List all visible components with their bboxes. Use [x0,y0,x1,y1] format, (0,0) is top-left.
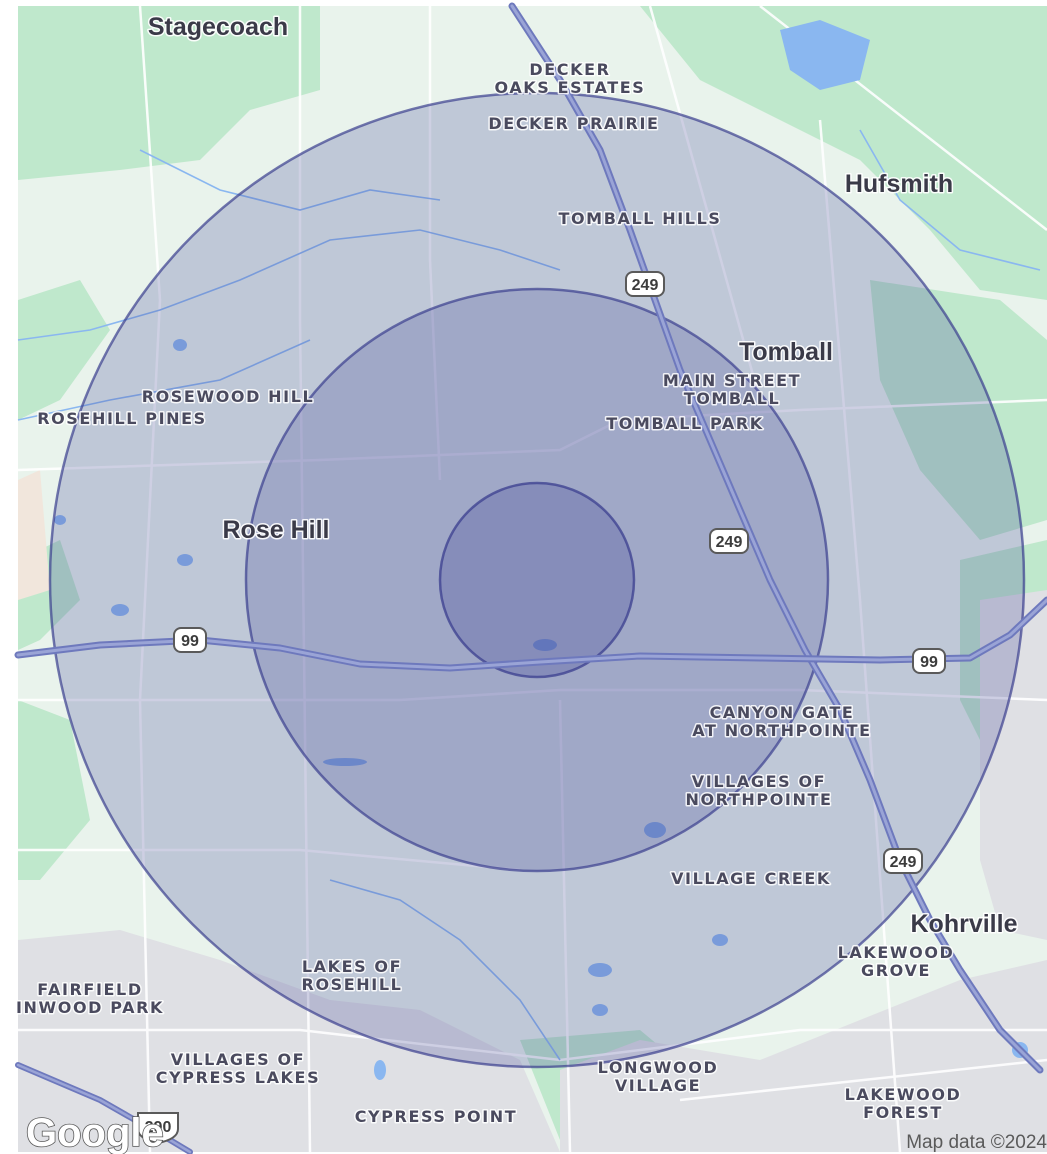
route-shield-249: 249 [625,271,665,297]
route-shield-99: 99 [173,627,207,653]
place-labels-large: Stagecoach Hufsmith Tomball Rose Hill Ko… [146,12,1019,940]
svg-text:249: 249 [716,534,743,551]
svg-text:99: 99 [920,654,938,671]
map-attribution[interactable]: Map data ©2024 [906,1132,1047,1153]
label-lakes-rosehill-line1: LAKES OF [302,957,402,976]
label-canyon-gate-line1: CANYON GATE [710,703,855,722]
label-village-creek: VILLAGE CREEK [671,869,831,888]
route-shield-249: 249 [883,848,923,874]
radius-rings [48,91,1026,1069]
label-fairfield-line2: INWOOD PARK [16,998,164,1017]
label-rosewood-hill: ROSEWOOD HILL [142,387,315,406]
streams [17,129,1041,1061]
place-label-tomball: Tomball [739,338,833,366]
inner-radius-ring [438,481,636,679]
label-longwood-line2: VILLAGE [615,1076,701,1095]
svg-text:290: 290 [145,1119,172,1136]
water-features [54,20,1028,1080]
label-villages-cypress-line1: VILLAGES OF [171,1050,305,1069]
svg-text:249: 249 [632,277,659,294]
label-villages-northpointe-line2: NORTHPOINTE [685,790,832,809]
label-tomball-hills: TOMBALL HILLS [558,209,721,228]
label-lakewood-forest-line1: LAKEWOOD [845,1085,962,1104]
minor-roads [17,5,1047,1153]
label-lakewood-grove-line2: GROVE [861,961,931,980]
route-shield-99: 99 [912,648,946,674]
label-lakes-rosehill-line2: ROSEHILL [302,975,403,994]
svg-text:99: 99 [181,633,199,650]
route-shield-249: 249 [709,528,749,554]
highways [14,2,1047,1154]
label-main-street-line2: TOMBALL [684,389,781,408]
label-tomball-park: TOMBALL PARK [606,414,764,433]
place-labels-small: DECKER OAKS ESTATES DECKER PRAIRIE TOMBA… [14,59,962,1128]
label-villages-cypress-line2: CYPRESS LAKES [156,1068,320,1087]
label-decker-prairie: DECKER PRAIRIE [488,114,659,133]
label-decker-oaks-line1: DECKER [529,60,610,79]
place-label-rose-hill: Rose Hill [223,516,330,544]
label-cypress-point: CYPRESS POINT [355,1107,518,1126]
label-canyon-gate-line2: AT NORTHPOINTE [692,721,871,740]
label-main-street-line1: MAIN STREET [663,371,801,390]
label-lakewood-grove-line1: LAKEWOOD [838,943,955,962]
google-logo[interactable]: Google [25,1110,164,1154]
route-shields: 249 249 249 99 99 290 [137,271,946,1145]
label-longwood-line1: LONGWOOD [598,1058,719,1077]
label-lakewood-forest-line2: FOREST [863,1103,943,1122]
route-shield-us290: 290 [137,1112,179,1145]
place-label-hufsmith: Hufsmith [845,170,953,198]
svg-text:249: 249 [890,854,917,871]
label-rosehill-pines: ROSEHILL PINES [37,409,207,428]
label-decker-oaks-line2: OAKS ESTATES [495,78,646,97]
outer-radius-ring [48,91,1026,1069]
label-fairfield-line1: FAIRFIELD [37,980,142,999]
label-villages-northpointe-line1: VILLAGES OF [692,772,826,791]
place-label-stagecoach: Stagecoach [148,13,288,41]
urban-areas [18,470,1047,1152]
place-label-kohrville: Kohrville [911,910,1018,938]
middle-radius-ring [244,287,830,873]
